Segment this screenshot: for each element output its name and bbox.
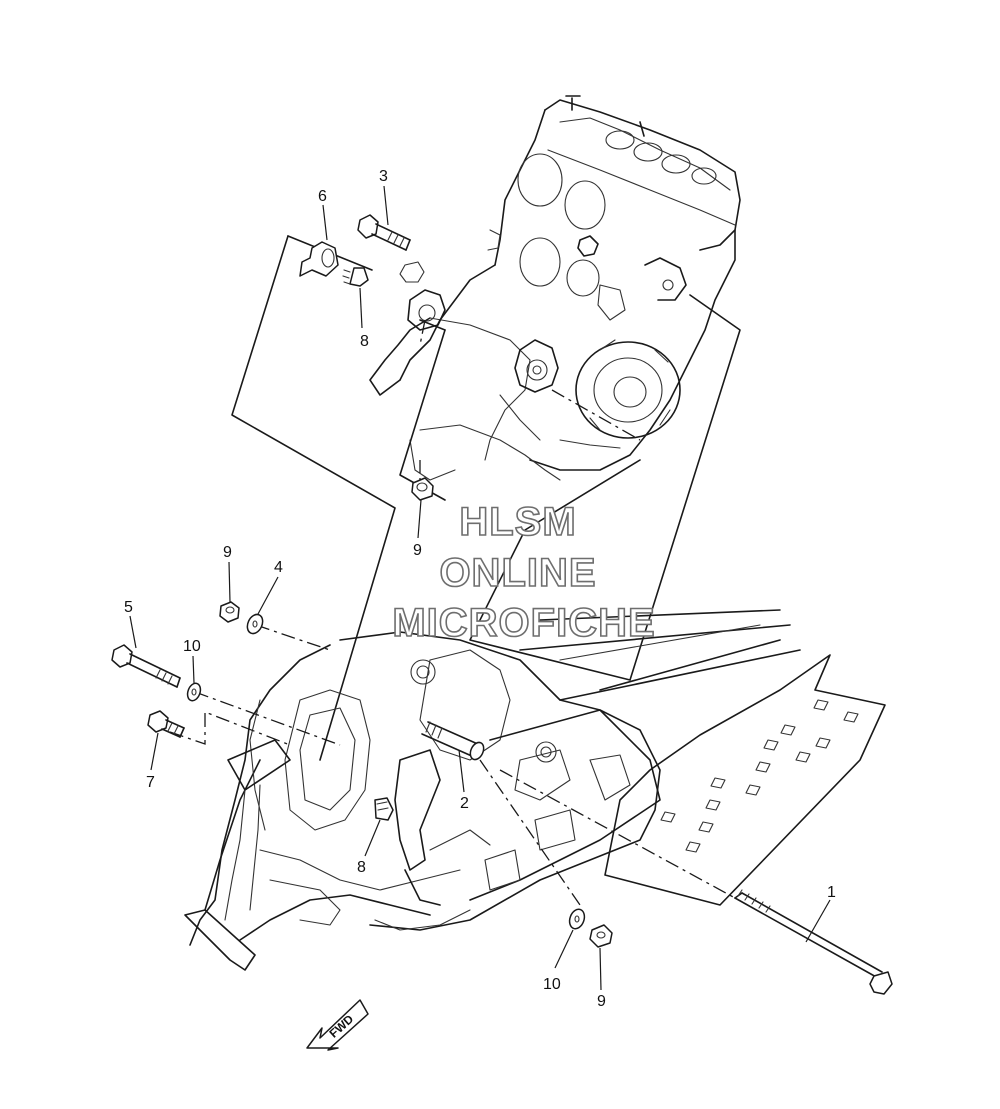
callout-8-lower: 8 — [357, 859, 366, 876]
nut-9-upper — [411, 477, 434, 501]
washer-10-left — [186, 682, 202, 702]
forward-direction-arrow: FWD — [306, 999, 369, 1051]
nut-9-left — [219, 601, 240, 623]
through-bolt-1 — [734, 889, 893, 995]
stud-8-lower — [374, 797, 394, 821]
bolt-3 — [357, 214, 411, 251]
callout-5: 5 — [124, 599, 133, 616]
leader-lines — [129, 185, 831, 991]
bolt-7 — [147, 710, 185, 738]
callout-2: 2 — [460, 795, 469, 812]
washer-4 — [246, 613, 264, 635]
washer-10-lower-right — [568, 908, 586, 930]
callout-10-left: 10 — [183, 638, 201, 655]
engine-assembly — [369, 95, 741, 481]
frame-assembly — [184, 609, 886, 971]
bolt-5 — [111, 644, 181, 688]
watermark-line-3: MICROFICHE — [392, 601, 655, 645]
watermark-line-2: ONLINE — [439, 551, 596, 595]
collar-2 — [421, 721, 485, 761]
assembly-lines — [169, 319, 736, 906]
watermark-line-1: HLSM — [459, 500, 576, 544]
bracket-6 — [299, 241, 339, 277]
callout-4: 4 — [274, 559, 283, 576]
callout-1: 1 — [827, 884, 836, 901]
callout-3: 3 — [379, 168, 388, 185]
watermark: HLSM ONLINE MICROFICHE — [392, 499, 656, 646]
callout-numbers: 1 2 3 4 5 6 7 8 8 9 9 9 10 10 — [124, 168, 836, 1010]
section-outlines — [231, 235, 741, 761]
callout-6: 6 — [318, 188, 327, 205]
nut-9-lower-right — [589, 924, 613, 948]
callout-9-upper-mid: 9 — [413, 542, 422, 559]
callout-7: 7 — [146, 774, 155, 791]
stud-8-upper — [342, 267, 369, 287]
callout-9-left: 9 — [223, 544, 232, 561]
running-board-holes — [660, 699, 859, 853]
callout-8-upper: 8 — [360, 333, 369, 350]
callout-10-lower-right: 10 — [543, 976, 561, 993]
callout-9-lower-right: 9 — [597, 993, 606, 1010]
